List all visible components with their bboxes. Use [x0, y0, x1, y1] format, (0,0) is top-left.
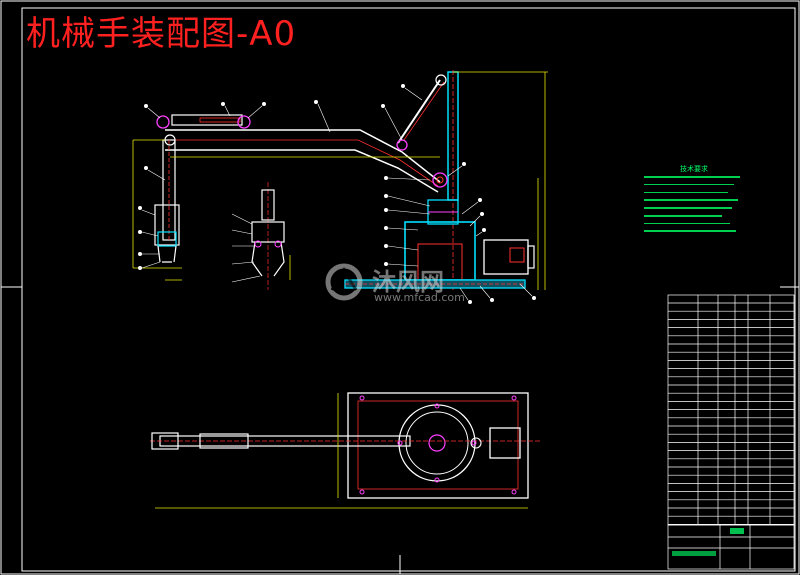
- elbow-pivot: [396, 139, 408, 151]
- front-view: [132, 70, 548, 304]
- drawing-inner-border: [21, 7, 796, 572]
- watermark-logo-icon: [325, 263, 363, 301]
- motor-cap: [527, 245, 535, 269]
- parts-list-rows: [668, 302, 794, 525]
- detail-shaft: [261, 189, 275, 221]
- top-turntable-inner: [405, 411, 469, 475]
- top-base-inner: [357, 400, 519, 490]
- leader-lines: [141, 87, 533, 301]
- main-arm-lower: [165, 149, 439, 193]
- shoulder-pivot-inner: [436, 176, 444, 184]
- arm-cylinder-rod: [199, 117, 241, 123]
- detail-pin-left: [254, 240, 262, 248]
- gripper-body: [154, 204, 180, 246]
- top-link-inner: [403, 81, 445, 141]
- top-turntable: [398, 404, 476, 482]
- technical-requirements-text: [644, 176, 740, 238]
- title-block: [667, 524, 795, 570]
- detail-leaders: [231, 213, 261, 283]
- top-link: [397, 79, 441, 144]
- motor-body: [483, 239, 529, 275]
- gripper-detail-view: [231, 182, 291, 290]
- detail-block: [251, 221, 285, 243]
- detail-jaw-right: [273, 241, 285, 277]
- main-arm-upper: [165, 129, 441, 183]
- arm-pivot-right: [237, 115, 251, 129]
- top-motor: [489, 427, 521, 459]
- top-bolt-holes: [359, 395, 517, 495]
- shoulder-pivot: [432, 172, 448, 188]
- parts-list-table: [667, 294, 795, 526]
- top-pivot: [435, 74, 447, 86]
- watermark-brand: 沐风网: [372, 268, 444, 296]
- top-view: [150, 392, 540, 509]
- gripper-cyan: [157, 231, 177, 247]
- motor-box: [509, 247, 525, 263]
- technical-requirements-title: 技术要求: [680, 165, 708, 173]
- detail-pin-right: [274, 240, 282, 248]
- watermark-url: www.mfcad.com: [374, 291, 465, 304]
- gripper-jaws: [157, 245, 177, 263]
- main-arm-hidden: [168, 139, 439, 187]
- item-balloons: [138, 84, 536, 304]
- top-motor-shaft: [470, 437, 482, 449]
- top-gripper: [151, 432, 179, 450]
- arm-pivot-left: [156, 115, 170, 129]
- top-hub: [428, 434, 446, 452]
- watermark: 沐风网 www.mfcad.com: [322, 260, 487, 306]
- drawing-title: 机械手装配图-A0: [26, 14, 297, 54]
- arm-cylinder: [171, 114, 243, 126]
- top-cylinder: [199, 433, 249, 449]
